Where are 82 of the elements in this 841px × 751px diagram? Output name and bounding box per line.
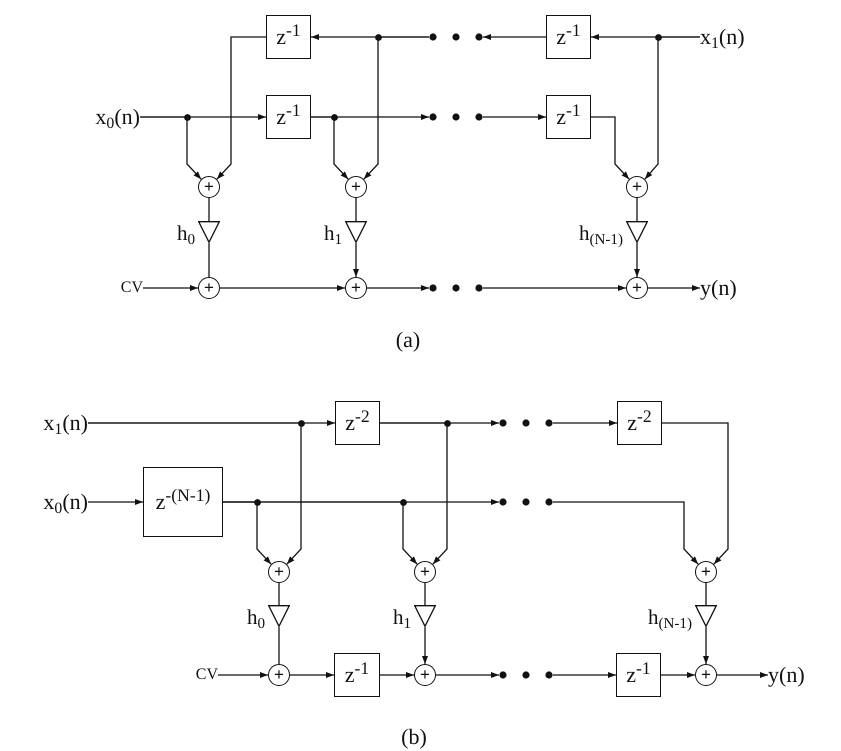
signal-label: x$_{1}$(n) xyxy=(43,409,88,437)
arrow xyxy=(380,672,414,678)
connector-line xyxy=(705,583,707,605)
ellipsis-icon xyxy=(429,33,483,41)
coefficient-label: h$_{(N-1)}$ xyxy=(648,605,692,634)
arrow xyxy=(553,501,699,565)
delay-block: z$^{-1}$ xyxy=(266,15,311,59)
arrow xyxy=(483,285,626,291)
arrow xyxy=(363,36,429,180)
connector-line xyxy=(278,583,280,605)
arrow xyxy=(717,672,768,678)
arrow xyxy=(367,285,429,291)
arrow xyxy=(483,114,546,120)
arrow xyxy=(88,499,143,505)
ellipsis-icon xyxy=(429,113,483,121)
summing-junction: + xyxy=(198,176,220,198)
delay-block: z$^{-2}$ xyxy=(335,401,380,445)
arrow xyxy=(436,672,499,678)
arrow xyxy=(553,672,616,678)
arrow xyxy=(553,420,617,426)
connector-line xyxy=(636,198,638,221)
arrow xyxy=(662,422,729,565)
arrow xyxy=(220,285,345,291)
delay-block: z$^{-(N-1)}$ xyxy=(143,467,223,537)
arrow xyxy=(648,285,700,291)
summing-junction: + xyxy=(626,277,648,299)
ellipsis-icon xyxy=(499,671,553,679)
arrow xyxy=(140,116,202,180)
arrow xyxy=(644,36,700,180)
arrow xyxy=(380,422,448,565)
signal-label: CV xyxy=(120,278,143,298)
coefficient-label: h$_{1}$ xyxy=(392,605,411,634)
summing-junction: + xyxy=(268,664,290,686)
delay-block: z$^{-1}$ xyxy=(334,653,380,697)
signal-label: y(n) xyxy=(768,661,805,689)
ellipsis-icon xyxy=(499,498,553,506)
arrow xyxy=(422,627,428,664)
signal-label: x$_{0}$(n) xyxy=(95,103,140,131)
summing-junction: + xyxy=(695,561,717,583)
arrow xyxy=(216,36,266,180)
delay-block: z$^{-2}$ xyxy=(617,401,662,445)
arrow xyxy=(591,116,630,180)
summing-junction: + xyxy=(414,561,436,583)
delay-block: z$^{-1}$ xyxy=(546,95,591,139)
coefficient-label: h$_{1}$ xyxy=(324,221,342,250)
arrow xyxy=(703,627,709,664)
summing-junction: + xyxy=(345,277,367,299)
summing-junction: + xyxy=(695,664,717,686)
connector-line xyxy=(208,243,210,277)
arrow xyxy=(311,116,349,180)
arrow xyxy=(223,499,499,505)
subfigure-caption: (a) xyxy=(396,326,420,354)
arrow xyxy=(290,672,334,678)
delay-block: z$^{-1}$ xyxy=(266,95,311,139)
arrow xyxy=(218,672,268,678)
connector-line xyxy=(355,198,357,221)
ellipsis-icon xyxy=(429,284,483,292)
arrow xyxy=(483,34,546,40)
connector-line xyxy=(424,583,426,605)
subfigure-caption: (b) xyxy=(401,723,427,751)
coefficient-label: h$_{0}$ xyxy=(176,221,195,250)
arrow xyxy=(353,243,359,277)
summing-junction: + xyxy=(198,277,220,299)
signal-label: x$_{1}$(n) xyxy=(700,23,745,51)
ellipsis-icon xyxy=(499,419,553,427)
arrow xyxy=(661,672,695,678)
summing-junction: + xyxy=(626,176,648,198)
arrow xyxy=(143,285,198,291)
connector-line xyxy=(208,198,210,221)
delay-block: z$^{-1}$ xyxy=(546,15,591,59)
signal-label: x$_{0}$(n) xyxy=(43,488,88,516)
summing-junction: + xyxy=(414,664,436,686)
summing-junction: + xyxy=(345,176,367,198)
arrow xyxy=(88,422,302,565)
signal-label: CV xyxy=(196,665,218,685)
delay-block: z$^{-1}$ xyxy=(616,653,661,697)
arrow xyxy=(634,243,640,277)
connector-line xyxy=(278,627,280,664)
summing-junction: + xyxy=(268,561,290,583)
signal-label: y(n) xyxy=(700,274,737,302)
coefficient-label: h$_{0}$ xyxy=(246,605,265,634)
coefficient-label: h$_{(N-1)}$ xyxy=(578,221,623,250)
